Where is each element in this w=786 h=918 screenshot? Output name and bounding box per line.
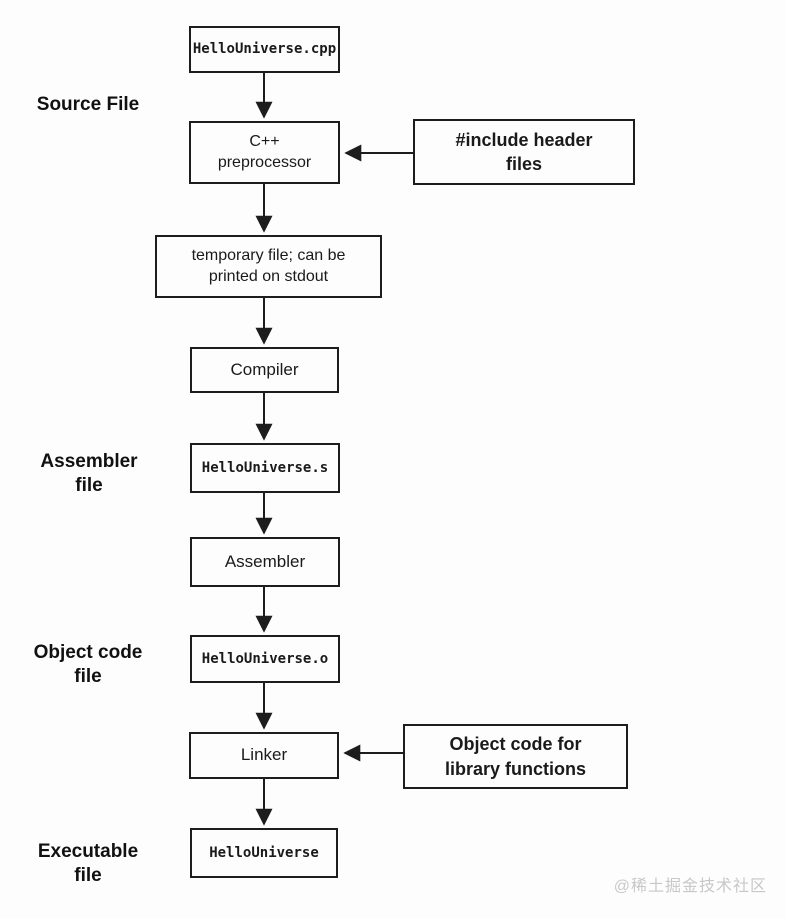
node-library-object-box: Object code for library functions — [403, 724, 628, 789]
stage-label-assembler-file: Assembler file — [40, 451, 138, 496]
node-linker-box: Linker — [189, 732, 339, 779]
watermark-text: @稀土掘金技术社区 — [613, 878, 767, 895]
node-assembler-file-box: HelloUniverse.s — [190, 443, 340, 493]
node-source-file-box: HelloUniverse.cpp — [189, 26, 340, 73]
stage-label-executable-file: Executable file — [37, 841, 139, 886]
stage-label-source-file: Source File — [36, 94, 140, 115]
node-temp-file-box: temporary file; can be printed on stdout — [155, 235, 382, 298]
node-compiler-box: Compiler — [190, 347, 339, 393]
node-include-header-box: #include header files — [413, 119, 635, 185]
node-preprocessor-box: C++ preprocessor — [189, 121, 340, 184]
node-object-file-box: HelloUniverse.o — [190, 635, 340, 683]
node-assembler-box: Assembler — [190, 537, 340, 587]
node-executable-box: HelloUniverse — [190, 828, 338, 878]
stage-label-object-code-file: Object code file — [33, 642, 143, 687]
